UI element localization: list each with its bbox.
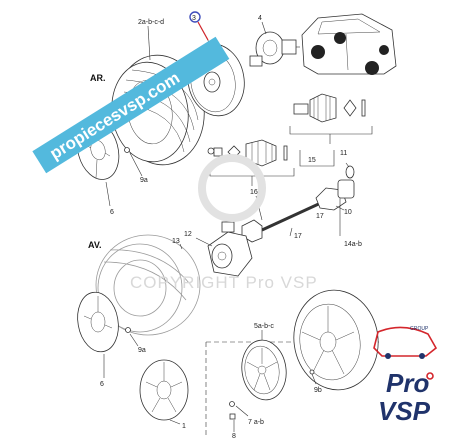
wheel-nut-front bbox=[125, 327, 131, 333]
logo-vsp-text: VSP bbox=[378, 396, 431, 426]
label-12: 12 bbox=[184, 231, 192, 238]
label-5abc: 5a-b-c bbox=[254, 323, 274, 330]
label-13: 13 bbox=[172, 238, 180, 245]
vehicle-silhouette bbox=[301, 13, 397, 75]
pointer-arrow bbox=[197, 21, 209, 41]
label-7ab: 7 a-b bbox=[248, 419, 264, 426]
svg-text:COPYRIGHT Pro VSP: COPYRIGHT Pro VSP bbox=[130, 273, 318, 292]
label-14ab: 14a-b bbox=[344, 241, 362, 248]
copyright-watermark: COPYRIGHT Pro VSP bbox=[130, 154, 318, 292]
highlight-marker bbox=[189, 11, 201, 23]
wheel-bolt bbox=[229, 401, 235, 407]
driveshaft-boot-kit-rear bbox=[289, 93, 373, 144]
label-6-rear: 6 bbox=[110, 209, 114, 216]
label-9a-front: 9a bbox=[138, 347, 146, 354]
valve-stem bbox=[309, 369, 315, 375]
clamp-ring bbox=[345, 165, 355, 179]
front-hubcap bbox=[77, 291, 119, 353]
rear-hub-assembly bbox=[249, 31, 300, 67]
section-label-front: AV. bbox=[88, 240, 102, 250]
centre-cap bbox=[229, 413, 236, 420]
label-11: 11 bbox=[340, 150, 347, 157]
label-1: 1 bbox=[182, 423, 186, 430]
provsp-logo: GROUP Pro VSP bbox=[373, 326, 438, 426]
front-hub-knuckle bbox=[207, 221, 253, 277]
label-9b: 9b bbox=[314, 387, 322, 394]
label-8: 8 bbox=[232, 433, 236, 440]
alloy-wheel-rim bbox=[241, 339, 287, 401]
label-9a-rear: 9a bbox=[140, 177, 148, 184]
label-17-lower: 17 bbox=[294, 233, 302, 240]
logo-pro-text: Pro bbox=[386, 368, 429, 398]
label-10: 10 bbox=[344, 209, 352, 216]
label-17-upper: 17 bbox=[316, 213, 324, 220]
label-4: 4 bbox=[258, 15, 262, 22]
alloy-wheel-with-tyre bbox=[293, 289, 379, 391]
label-3: 3 bbox=[192, 15, 196, 22]
section-label-rear: AR. bbox=[90, 73, 106, 83]
label-6-front: 6 bbox=[100, 381, 104, 388]
label-15: 15 bbox=[308, 157, 316, 164]
steel-wheel-cover bbox=[139, 359, 189, 421]
leader-lines bbox=[103, 21, 350, 432]
front-tyre bbox=[95, 234, 201, 336]
label-16: 16 bbox=[250, 189, 258, 196]
label-2abcd: 2a-b-c-d bbox=[138, 19, 164, 26]
driveshaft-assembly bbox=[241, 179, 355, 243]
logo-group-text: GROUP bbox=[410, 326, 429, 332]
